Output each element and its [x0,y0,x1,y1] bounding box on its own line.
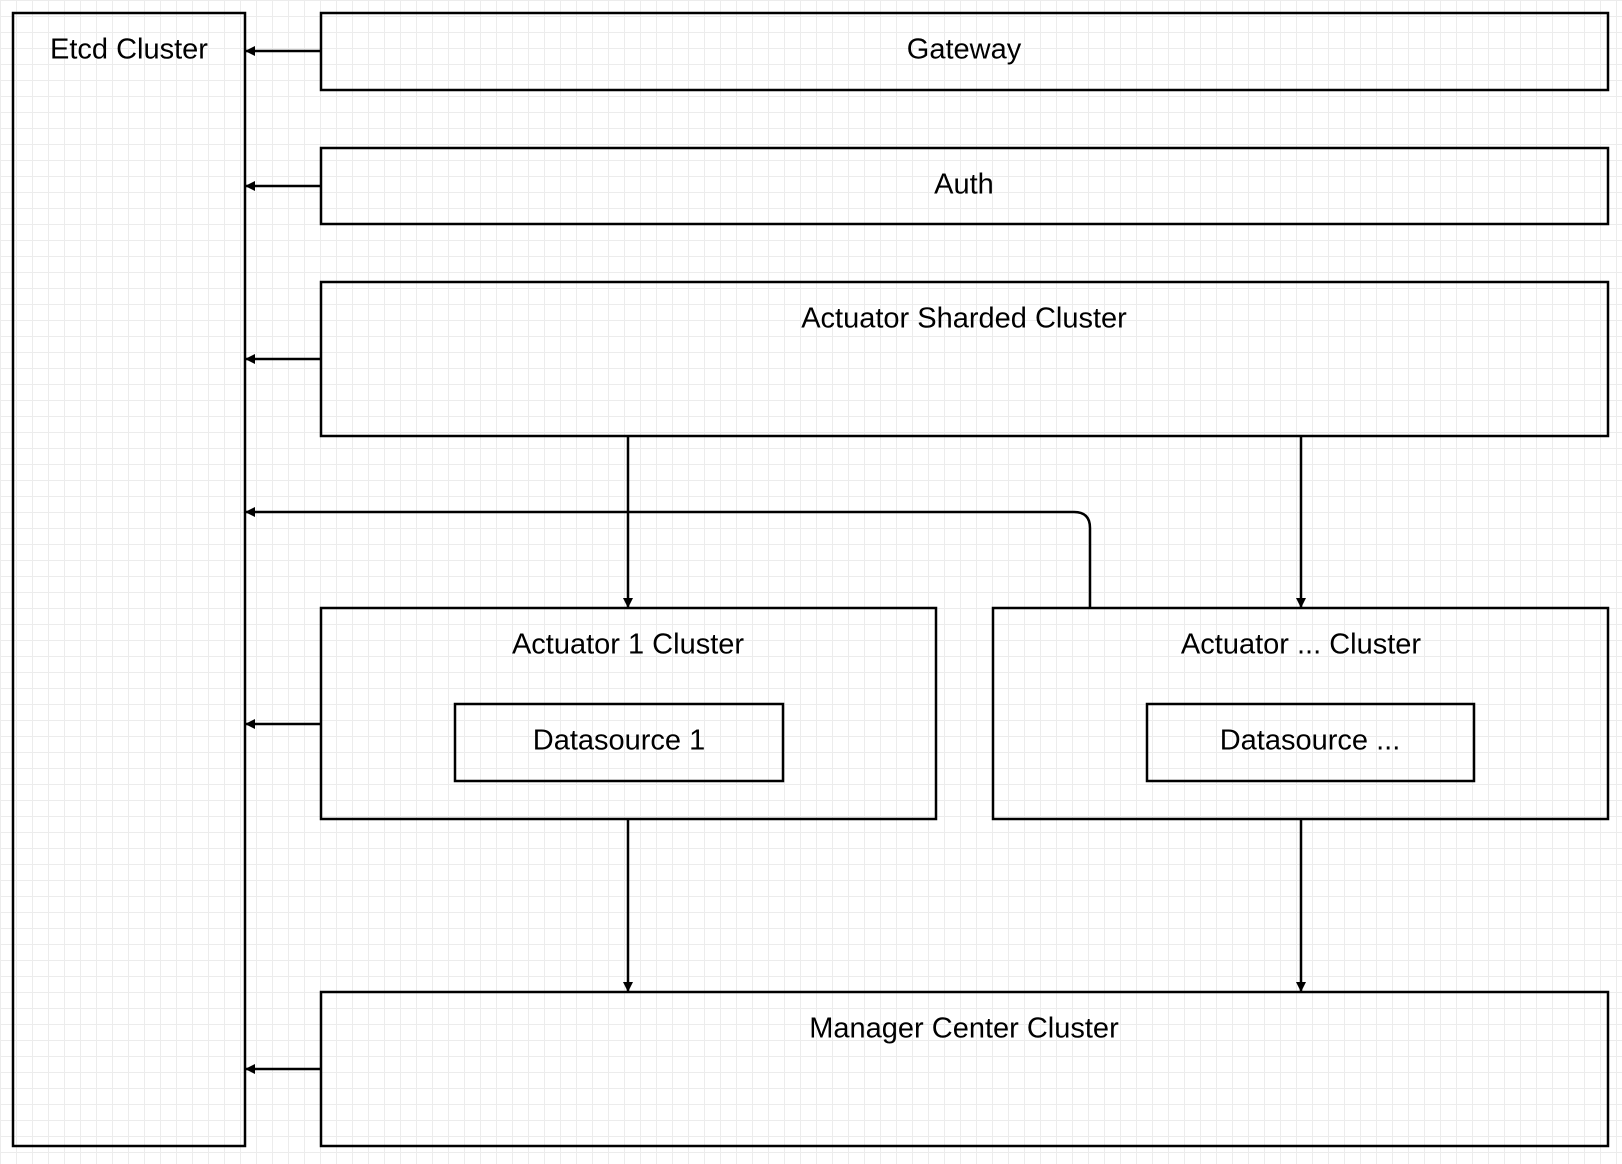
datasource-1-label: Datasource 1 [533,725,706,757]
etcd-cluster-box [11,11,247,1148]
datasource-n-label: Datasource ... [1220,725,1401,757]
datasource-n-box [1145,702,1476,783]
actuator-n-cluster-label: Actuator ... Cluster [1181,629,1421,661]
auth-label: Auth [934,169,994,201]
actuator-1-cluster-label: Actuator 1 Cluster [512,629,744,661]
actuator-sharded-cluster-label: Actuator Sharded Cluster [801,303,1127,335]
edge-actuator-n-to-etcd [245,507,1092,608]
gateway-label: Gateway [907,34,1022,66]
manager-center-cluster-label: Manager Center Cluster [809,1013,1119,1045]
etcd-cluster-label: Etcd Cluster [50,34,208,66]
datasource-1-box [453,702,785,783]
